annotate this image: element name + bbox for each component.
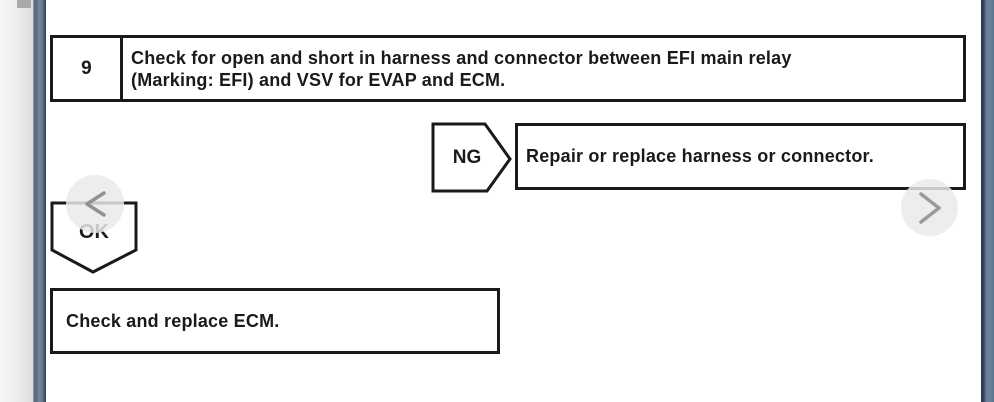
ng-result-box: Repair or replace harness or connector. — [515, 123, 966, 190]
ng-result-text: Repair or replace harness or connector. — [526, 146, 874, 166]
prev-button[interactable] — [66, 175, 124, 233]
next-button[interactable] — [901, 179, 958, 236]
ng-label: NG — [452, 147, 482, 168]
chevron-right-icon — [918, 191, 941, 224]
scrollbar-track — [0, 0, 33, 402]
page-edge-left — [33, 0, 46, 402]
page-edge-right — [981, 0, 994, 402]
step-description-line1: Check for open and short in harness and … — [131, 47, 792, 68]
final-action-box: Check and replace ECM. — [50, 288, 500, 354]
final-action-text: Check and replace ECM. — [66, 310, 280, 331]
step-number-cell: 9 — [53, 38, 123, 99]
chevron-left-icon — [85, 191, 106, 217]
step-number: 9 — [81, 57, 92, 79]
scrollbar-thumb[interactable] — [17, 0, 31, 8]
step-box: 9 Check for open and short in harness an… — [50, 35, 966, 102]
ng-pentagon-shape — [431, 122, 512, 193]
step-description-line2: (Marking: EFI) and VSV for EVAP and ECM. — [131, 69, 506, 90]
step-description: Check for open and short in harness and … — [123, 38, 963, 99]
ng-connector: NG — [431, 122, 513, 194]
